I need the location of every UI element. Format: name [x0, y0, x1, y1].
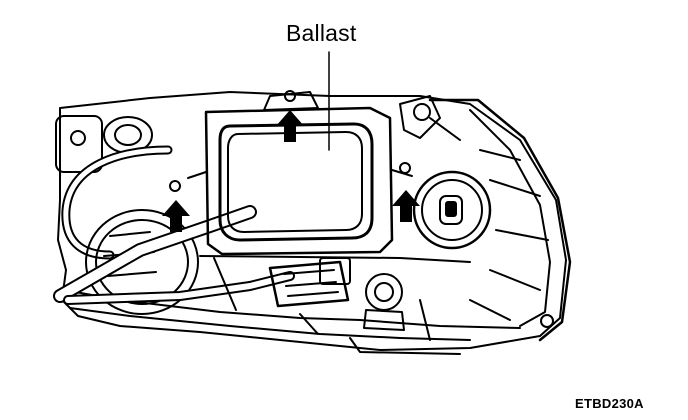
ballast-tab-top [263, 91, 319, 111]
screw-top [284, 90, 296, 102]
low-beam-bulb-boot [85, 209, 199, 315]
left-socket [55, 115, 103, 173]
arrow-top [276, 110, 304, 142]
screw-left [169, 180, 181, 192]
adjuster-bracket [399, 95, 441, 139]
screw-right [399, 162, 411, 174]
lower-adjuster [365, 273, 403, 311]
housing-inner-edge [469, 109, 551, 327]
housing-flange [428, 98, 572, 342]
lower-reflector-edge [199, 255, 471, 263]
high-beam-socket [412, 170, 492, 250]
figure-code: ETBD230A [575, 396, 644, 411]
housing-ribs [469, 149, 549, 321]
harness-connector [268, 260, 350, 308]
ballast-label: Ballast [286, 20, 357, 46]
ballast-body [204, 106, 394, 256]
headlamp-housing [57, 91, 567, 351]
arrow-right [392, 190, 420, 222]
ballast-recess [218, 122, 374, 242]
screw-bottom-right [540, 314, 554, 328]
arrow-left [162, 200, 190, 232]
